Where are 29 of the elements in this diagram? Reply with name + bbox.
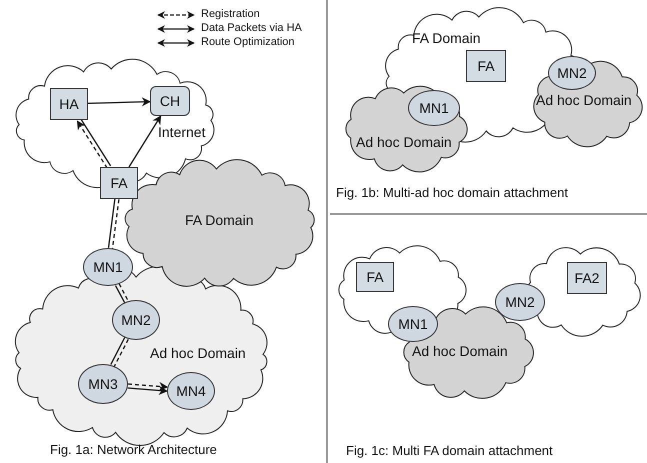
- domain-label: FA Domain: [412, 30, 480, 46]
- link-line: [114, 339, 129, 367]
- link-line: [110, 337, 126, 365]
- figure-caption: Fig. 1b: Multi-ad hoc domain attachment: [336, 185, 568, 200]
- agent-node: HA: [50, 88, 88, 120]
- domain-label: Ad hoc Domain: [356, 134, 452, 150]
- mobile-node: MN1: [83, 248, 133, 286]
- link-line: [108, 198, 116, 248]
- legend-label: Data Packets via HA: [201, 22, 302, 34]
- domain-label: Ad hoc Domain: [150, 345, 246, 361]
- arrow: [128, 382, 168, 391]
- domain-label: Ad hoc Domain: [536, 92, 632, 108]
- legend-label: Registration: [201, 8, 260, 20]
- domain-label: Internet: [158, 124, 206, 140]
- domain-label: FA Domain: [185, 212, 254, 228]
- agent-node: FA: [466, 50, 506, 82]
- legend-label: Route Optimization: [201, 36, 295, 48]
- figure-caption: Fig. 1a: Network Architecture: [50, 442, 217, 457]
- arrow: [128, 115, 162, 168]
- agent-node: FA2: [567, 262, 607, 294]
- link-line: [118, 283, 129, 302]
- link-line: [114, 285, 126, 303]
- figure-caption: Fig. 1c: Multi FA domain attachment: [346, 443, 553, 458]
- agent-node: FA: [356, 262, 394, 292]
- arrow: [88, 97, 151, 106]
- agent-node: CH: [150, 86, 190, 116]
- arrow: [128, 386, 168, 395]
- domain-label: Ad hoc Domain: [412, 343, 508, 359]
- agent-node: FA: [100, 167, 138, 199]
